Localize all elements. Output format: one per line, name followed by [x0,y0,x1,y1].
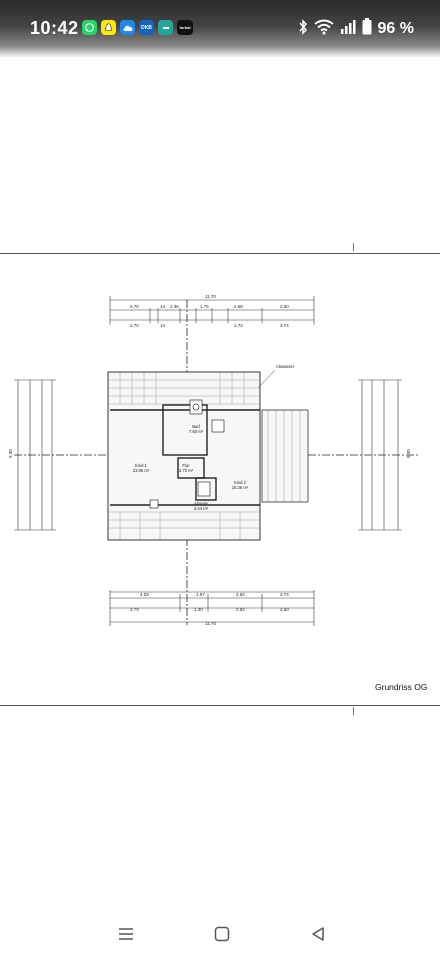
svg-text:1.57: 1.57 [196,592,205,597]
svg-text:Abseite: Abseite [194,501,209,506]
notification-icons: DKB furbal [82,20,193,35]
cloud-icon [120,20,135,35]
svg-text:23.95 m²: 23.95 m² [133,468,150,473]
svg-text:Bad: Bad [192,424,200,429]
svg-text:2.70: 2.70 [130,607,139,612]
svg-text:7.60 m²: 7.60 m² [189,429,204,434]
home-button[interactable] [209,922,235,946]
page-divider [0,253,440,254]
svg-text:4.03: 4.03 [140,592,149,597]
svg-text:Kind 2: Kind 2 [234,480,247,485]
status-bar: 10:42 DKB furbal 96 % [0,0,440,58]
svg-text:1.30: 1.30 [194,607,203,612]
floor-plan-drawing[interactable]: 11.70 2.70 14 1.36 1.76 2.58 2.50 2.70 14 1.72 2… [0,280,440,640]
system-indicators: 96 % [298,18,414,40]
page-divider [0,705,440,706]
app-dark-icon: furbal [177,20,193,35]
svg-text:1.72: 1.72 [234,323,243,328]
svg-text:2.50: 2.50 [280,607,289,612]
svg-text:Flur: Flur [182,463,190,468]
clock: 10:42 [30,18,79,38]
wifi-icon [313,19,334,40]
svg-text:3.44 m²: 3.44 m² [194,506,209,511]
svg-text:1.36: 1.36 [170,304,179,309]
svg-text:2.82: 2.82 [236,592,245,597]
svg-text:14: 14 [160,323,166,328]
back-button[interactable] [305,922,331,946]
svg-text:2.70: 2.70 [130,304,139,309]
svg-text:2.50: 2.50 [280,304,289,309]
svg-text:2.74: 2.74 [280,592,289,597]
whatsapp-icon [82,20,97,35]
svg-text:9.30: 9.30 [406,449,411,458]
navigation-bar [0,910,440,960]
svg-text:3.70 m²: 3.70 m² [179,468,194,473]
bluetooth-icon [298,18,308,40]
svg-text:11.70: 11.70 [205,294,216,299]
svg-text:2.82: 2.82 [236,607,245,612]
page-mark [353,707,354,715]
svg-text:16.26 m²: 16.26 m² [232,485,249,490]
svg-text:14: 14 [160,304,166,309]
recent-apps-button[interactable] [113,922,139,946]
snapchat-icon [101,20,116,35]
svg-text:Abwasser: Abwasser [276,364,295,369]
battery-icon [362,18,372,40]
plan-title: Grundriss OG [375,682,428,692]
app-teal-icon [158,20,173,35]
page-mark [353,243,354,251]
svg-text:2.58: 2.58 [234,304,243,309]
dkb-icon: DKB [139,20,154,35]
battery-level: 96 % [377,20,414,37]
svg-text:Kind 1: Kind 1 [135,463,148,468]
signal-icon [340,19,356,40]
svg-text:2.70: 2.70 [130,323,139,328]
svg-text:1.76: 1.76 [200,304,209,309]
svg-text:2.74: 2.74 [280,323,289,328]
svg-text:11.70: 11.70 [205,621,216,626]
svg-text:9.30: 9.30 [8,449,13,458]
